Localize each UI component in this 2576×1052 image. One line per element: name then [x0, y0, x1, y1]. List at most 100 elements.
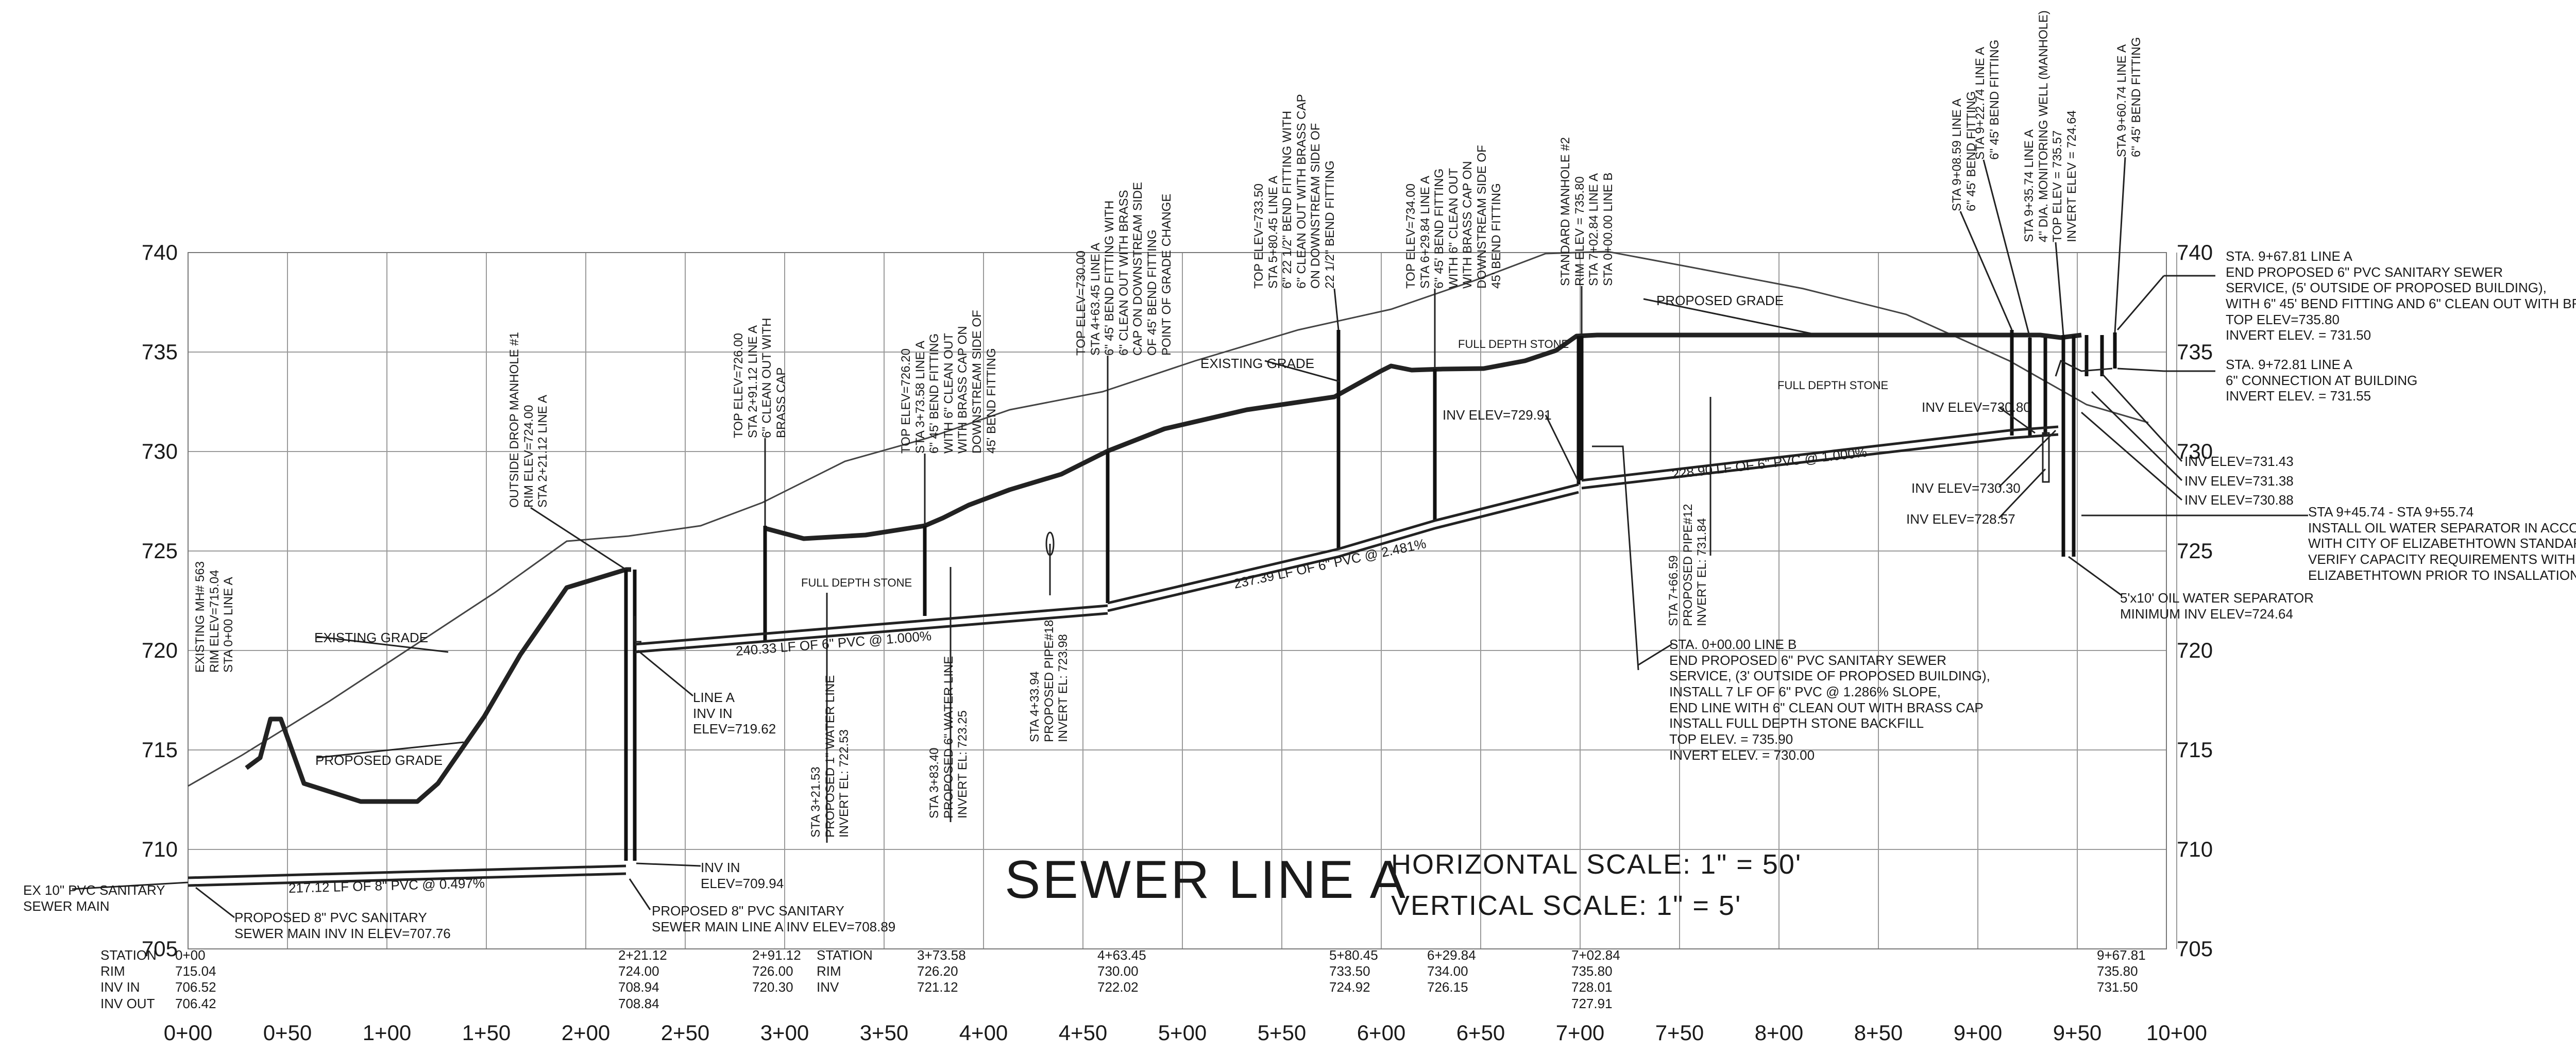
proposed-grade-line: [245, 567, 631, 804]
note-line: 727.91: [1571, 995, 1613, 1011]
note-line: 726.00: [752, 963, 793, 979]
note-line: 708.94: [618, 979, 659, 995]
note-line: FULL DEPTH STONE: [1777, 379, 1889, 392]
proposed-grade-label-right: PROPOSED GRADE: [1656, 293, 1784, 309]
note-line: POINT OF GRADE CHANGE: [1159, 193, 1174, 356]
leader-line: [629, 878, 651, 910]
note-line: 4" DIA. MONITORING WELL (MANHOLE): [2036, 10, 2050, 242]
leader-line: [2101, 373, 2183, 462]
station-label: 7+00: [1556, 1021, 1605, 1045]
elevation-label-right: 730: [2177, 439, 2213, 463]
note-line: STA. 9+72.81 LINE A: [2226, 357, 2352, 372]
station-label: 9+00: [1954, 1021, 2003, 1045]
note-line: FULL DEPTH STONE: [801, 576, 912, 589]
note-line: 734.00: [1427, 963, 1468, 979]
station-label: 8+50: [1854, 1021, 1903, 1045]
note-line: WITH CITY OF ELIZABETHTOWN STANDARDS.: [2308, 536, 2576, 552]
note-line: INSTALL 7 LF OF 6" PVC @ 1.286% SLOPE,: [1669, 684, 1941, 700]
note-line: OF 45' BEND FITTING: [1145, 229, 1159, 356]
note-line: 45' BEND FITTING: [1489, 183, 1503, 289]
note-line: SEWER MAIN INV IN ELEV=707.76: [234, 925, 451, 941]
note-line: 721.12: [917, 979, 958, 995]
note-line: TOP ELEV. = 735.90: [1669, 731, 1793, 747]
note-line: STA 9+45.74 - STA 9+55.74: [2308, 504, 2474, 520]
leader-line: [2117, 368, 2164, 372]
note-line: PROPOSED PIPE#18: [1042, 620, 1056, 742]
note-inv-73080: INV ELEV=730.80: [1922, 399, 2031, 415]
station-label: 3+00: [760, 1021, 809, 1045]
note-line: SEWER MAIN LINE A INV ELEV=708.89: [652, 919, 896, 934]
station-label: 4+00: [959, 1021, 1008, 1045]
note-line: 724.92: [1329, 979, 1370, 995]
note-line: INV ELEV=730.88: [2184, 492, 2294, 508]
station-label: 6+50: [1456, 1021, 1505, 1045]
note-line: 735.80: [1571, 963, 1613, 979]
note-inv-73088: INV ELEV=730.88: [2184, 492, 2294, 508]
note-line: STA 5+80.45 LINE A: [1266, 175, 1280, 289]
note-line: 5+80.45: [1329, 947, 1378, 963]
note-line: STA 0+00 LINE A: [222, 577, 236, 673]
note-line: INVERT EL: 723.98: [1056, 634, 1071, 742]
note-line: 731.50: [2097, 979, 2138, 995]
station-label: 5+00: [1158, 1021, 1207, 1045]
note-line: 726.15: [1427, 979, 1468, 995]
note-line: PROPOSED 8" PVC SANITARY: [234, 910, 427, 925]
note-line: EX 10" PVC SANITARY: [23, 882, 165, 898]
sewer-pipes: [188, 425, 2059, 887]
note-line: STA 9+08.59 LINE A: [1950, 98, 1964, 211]
note-line: WITH 6" CLEAN OUT: [1446, 168, 1461, 289]
leader-line: [637, 649, 693, 697]
note-line: EXISTING MH# 563: [193, 561, 207, 673]
leader-line: [2116, 275, 2165, 330]
elevation-label-left: 715: [142, 738, 178, 762]
note-line: INV ELEV=730.80: [1922, 399, 2031, 415]
note-line: TOP ELEV = 735.57: [2050, 130, 2065, 242]
stone-label-1: FULL DEPTH STONE: [801, 576, 912, 590]
note-line: 6" 45' BEND FITTING: [927, 333, 942, 454]
note-line: BRASS CAP: [774, 367, 788, 438]
profile-frame: [188, 252, 2167, 949]
elevation-label-left: 710: [142, 837, 178, 861]
note-line: RIM ELEV=724.00: [521, 405, 536, 508]
note-inv-73143: INV ELEV=731.43: [2184, 454, 2294, 470]
elevation-label-right: 705: [2177, 937, 2213, 961]
note-line: 6" CLEAN OUT WITH BRASS: [1116, 190, 1131, 356]
note-line: STA 0+00.00 LINE B: [1601, 172, 1615, 286]
note-line: INSTALL OIL WATER SEPARATOR IN ACCORDANC…: [2308, 520, 2576, 536]
note-line: 2+21.12: [618, 947, 667, 963]
note-line: 6" 45' BEND FITTING WITH: [1103, 200, 1117, 356]
note-inv-72991: INV ELEV=729.91: [1443, 407, 1552, 423]
note-line: TOP ELEV=735.80: [2226, 311, 2340, 327]
leader-line: [1264, 360, 1340, 382]
leader-line: [1643, 298, 1819, 336]
stone-label-2: FULL DEPTH STONE: [1458, 338, 1569, 351]
note-line: INV IN: [701, 860, 740, 875]
note-line: TOP ELEV=726.00: [732, 333, 745, 438]
note-line: STATION: [100, 947, 157, 963]
leader-line: [1982, 159, 2031, 338]
existing-grade-label-left: EXISTING GRADE: [314, 630, 428, 646]
structures: [624, 330, 2117, 861]
existing-grade-label-mid: EXISTING GRADE: [1200, 356, 1314, 372]
elevation-label-left: 740: [142, 240, 178, 264]
note-line: RIM ELEV = 735.80: [1572, 176, 1587, 286]
note-line: WITH BRASS CAP ON: [956, 326, 970, 454]
note-line: 706.42: [175, 995, 216, 1011]
note-line: STA 2+21.12 LINE A: [536, 394, 550, 508]
note-inv-73030: INV ELEV=730.30: [1911, 480, 2021, 496]
note-line: STA 4+63.45 LINE A: [1088, 242, 1103, 356]
note-line: 733.50: [1329, 963, 1370, 979]
note-line: END PROPOSED 6" PVC SANITARY SEWER: [2226, 264, 2503, 280]
note-line: INSTALL FULL DEPTH STONE BACKFILL: [1669, 715, 1924, 731]
